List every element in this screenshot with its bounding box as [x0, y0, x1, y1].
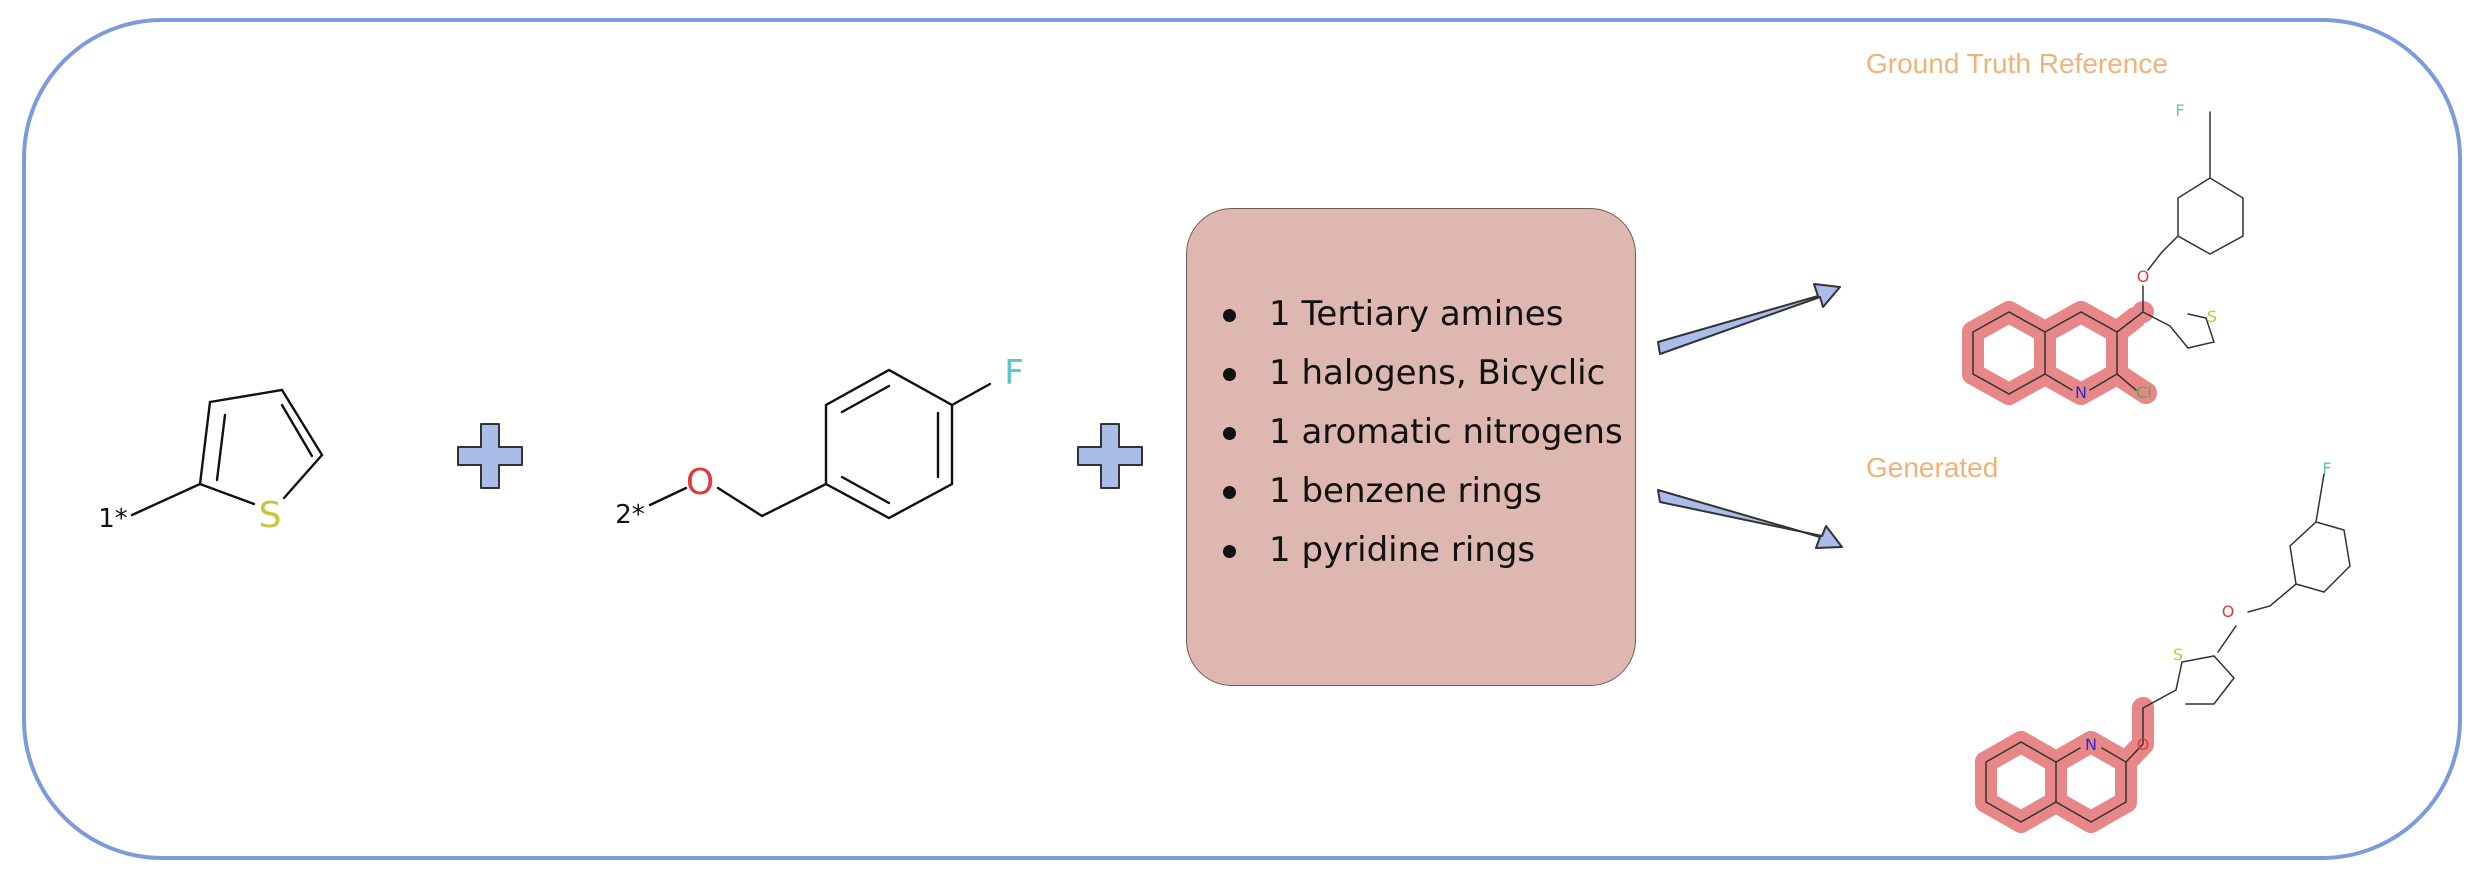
benzene-inner-double-bonds [840, 384, 940, 505]
fragment-fluorobenzyl-oxy: 2* O F [615, 353, 1024, 530]
generated-sulfur-label: S [2173, 645, 2183, 664]
reference-fluorine-label: F [2175, 101, 2184, 120]
property-item-halogens-bicyclic: 1 halogens, Bicyclic [1221, 352, 1623, 411]
attachment-bond-2 [648, 486, 688, 507]
thiophene-c-s-bond [198, 482, 256, 506]
arrow-to-generated-icon [1657, 489, 1843, 549]
sulfur-atom-label: S [259, 495, 282, 536]
reference-chlorine-label: Cl [2136, 383, 2152, 402]
reference-caption: Ground Truth Reference [1866, 48, 2168, 79]
generated-oxygen-a-label: O [2222, 602, 2235, 621]
thiophene-ring-bonds [198, 388, 324, 500]
arrow-to-reference-icon [1657, 283, 1841, 355]
generated-fluorine-label: F [2322, 459, 2331, 478]
c-f-bond [950, 382, 992, 407]
thiophene-double-bond-1 [215, 413, 227, 482]
reference-sulfur-label: S [2207, 307, 2217, 326]
oxygen-atom-label: O [686, 462, 714, 503]
properties-list: 1 Tertiary amines 1 halogens, Bicyclic 1… [1221, 293, 1623, 588]
reference-highlight [1962, 301, 2157, 405]
diagram-frame [22, 18, 2462, 860]
generated-highlight [1975, 697, 2154, 833]
generated-bonds [1985, 473, 2351, 823]
attachment-label-2: 2* [615, 500, 645, 530]
properties-box: 1 Tertiary amines 1 halogens, Bicyclic 1… [1186, 208, 1636, 686]
property-item-aromatic-nitrogens: 1 aromatic nitrogens [1221, 411, 1623, 470]
ether-chain-bonds [716, 482, 828, 518]
property-item-benzene-rings: 1 benzene rings [1221, 470, 1623, 529]
reference-bonds [1972, 111, 2244, 395]
benzene-ring-bonds [824, 368, 954, 520]
generated-molecule: F O S N O [1975, 459, 2351, 833]
thiophene-double-bond-2 [280, 403, 314, 458]
fragment-thiophene: 1* S [98, 388, 324, 536]
attachment-bond [130, 482, 202, 517]
generated-nitrogen-label: N [2085, 735, 2097, 754]
generated-caption: Generated [1866, 452, 1999, 483]
reference-oxygen-label: O [2137, 267, 2150, 286]
property-item-tertiary-amines: 1 Tertiary amines [1221, 293, 1623, 352]
attachment-label-1: 1* [98, 504, 128, 534]
property-item-pyridine-rings: 1 pyridine rings [1221, 529, 1623, 588]
plus-icon-2 [1077, 423, 1143, 489]
generated-oxygen-b-label: O [2137, 735, 2150, 754]
plus-icon-1 [457, 423, 523, 489]
reference-nitrogen-label: N [2075, 383, 2087, 402]
fluorine-atom-label: F [1004, 353, 1024, 393]
reference-molecule: F O S N Cl [1962, 101, 2244, 405]
